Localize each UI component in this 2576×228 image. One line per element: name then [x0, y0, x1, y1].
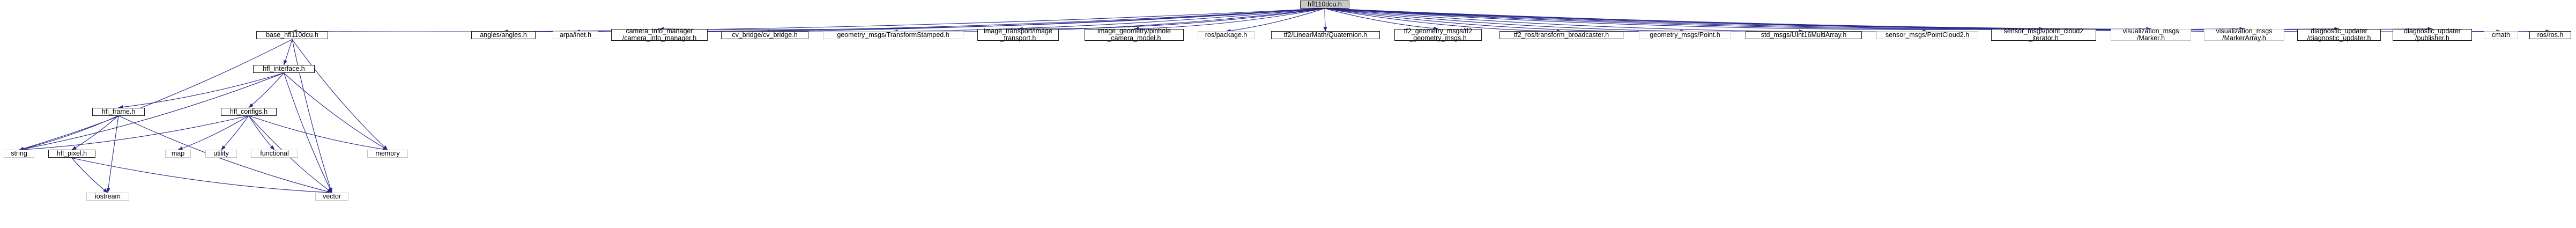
graph-node-label: memory: [375, 150, 400, 158]
graph-node-ros_ros[interactable]: ros/ros.h: [2529, 31, 2571, 40]
graph-edge-base_hfl110dcu-to-hfl_interface: [283, 39, 293, 65]
graph-node-cmath[interactable]: cmath: [2484, 31, 2518, 40]
graph-node-label: angles/angles.h: [480, 31, 527, 39]
graph-node-label: image_geometry/pinhole _camera_model.h: [1097, 27, 1171, 42]
graph-edge-root-to-ros_package: [1226, 8, 1325, 33]
graph-node-hfl_pixel[interactable]: hfl_pixel.h: [48, 150, 95, 158]
graph-node-label: camera_info_manager /camera_info_manager…: [622, 27, 697, 42]
graph-node-label: hfl_configs.h: [229, 107, 268, 115]
graph-node-geometry_point[interactable]: geometry_msgs/Point.h: [1639, 31, 1731, 40]
graph-node-diag_publisher[interactable]: diagnostic_updater /publisher.h: [2393, 27, 2472, 42]
graph-node-root[interactable]: hfl110dcu.h: [1300, 0, 1349, 9]
graph-edge-hfl_interface-to-hfl_frame: [118, 72, 284, 109]
graph-edge-root-to-vis_marker_array: [1324, 8, 2245, 31]
graph-node-iostream[interactable]: iostream: [86, 193, 129, 201]
graph-node-label: cmath: [2491, 31, 2511, 39]
graph-node-image_transport[interactable]: image_transport/image _transport.h: [977, 27, 1059, 42]
graph-edge-root-to-vis_marker: [1324, 8, 2151, 31]
graph-node-label: hfl110dcu.h: [1308, 0, 1342, 8]
graph-node-hfl_configs[interactable]: hfl_configs.h: [221, 107, 277, 116]
graph-edge-hfl_interface-to-vector: [283, 72, 332, 193]
graph-node-ros_package[interactable]: ros/package.h: [1198, 31, 1254, 40]
graph-node-label: utility: [213, 150, 229, 158]
graph-node-label: tf2_ros/transform_broadcaster.h: [1513, 31, 1609, 39]
graph-node-label: hfl_interface.h: [263, 65, 305, 73]
graph-node-tf2_geometry_msgs[interactable]: tf2_geometry_msgs/tf2 _geometry_msgs.h: [1394, 27, 1482, 42]
graph-node-memory[interactable]: memory: [367, 150, 408, 158]
graph-edge-root-to-pinhole_camera: [1134, 8, 1325, 31]
graph-node-label: tf2/LinearMath/Quaternion.h: [1283, 31, 1368, 39]
graph-node-label: hfl_frame.h: [101, 107, 136, 115]
graph-edge-hfl_configs-to-string: [19, 115, 249, 152]
graph-node-hfl_frame[interactable]: hfl_frame.h: [92, 107, 145, 116]
graph-node-label: base_hfl110dcu.h: [266, 31, 318, 39]
graph-node-label: std_msgs/UInt16MultiArray.h: [1761, 31, 1847, 39]
graph-node-label: arpa/inet.h: [559, 31, 592, 39]
graph-node-label: string: [11, 150, 27, 158]
graph-node-tf2_broadcaster[interactable]: tf2_ros/transform_broadcaster.h: [1499, 31, 1623, 40]
graph-node-label: geometry_msgs/TransformStamped.h: [837, 31, 949, 39]
graph-edge-root-to-sensor_pc2_iter: [1324, 8, 2044, 31]
graph-node-label: ros/package.h: [1205, 31, 1248, 39]
graph-node-label: geometry_msgs/Point.h: [1650, 31, 1720, 39]
graph-node-label: visualization_msgs /Marker.h: [2122, 27, 2179, 42]
graph-node-sensor_pc2[interactable]: sensor_msgs/PointCloud2.h: [1876, 31, 1978, 40]
graph-edge-root-to-image_transport: [1018, 8, 1325, 31]
graph-edge-hfl_pixel-to-iostream: [71, 158, 108, 193]
graph-node-geometry_transform[interactable]: geometry_msgs/TransformStamped.h: [823, 31, 963, 40]
graph-node-label: sensor_msgs/PointCloud2.h: [1885, 31, 1970, 39]
graph-node-utility[interactable]: utility: [205, 150, 237, 158]
graph-edge-hfl_configs-to-map: [177, 115, 249, 150]
graph-node-label: ros/ros.h: [2537, 31, 2564, 39]
graph-edge-hfl_configs-to-functional: [248, 115, 275, 150]
graph-edge-hfl_interface-to-memory: [284, 72, 388, 150]
graph-edge-hfl_configs-to-memory: [248, 115, 388, 151]
graph-edge-hfl_configs-to-utility: [221, 115, 249, 150]
graph-edge-root-to-tf2_geometry_msgs: [1324, 8, 1438, 31]
graph-edge-root-to-geometry_point: [1324, 8, 1686, 34]
graph-node-label: functional: [260, 150, 289, 158]
graph-edge-base_hfl110dcu-to-memory: [292, 39, 388, 150]
graph-node-label: cv_bridge/cv_bridge.h: [732, 31, 798, 39]
graph-edge-root-to-diag_publisher: [1324, 8, 2433, 31]
graph-node-base_hfl110dcu[interactable]: base_hfl110dcu.h: [256, 31, 328, 40]
graph-node-tf2_quaternion[interactable]: tf2/LinearMath/Quaternion.h: [1271, 31, 1380, 40]
graph-edge-hfl_pixel-to-vector: [71, 157, 332, 195]
graph-node-vis_marker_array[interactable]: visualization_msgs /MarkerArray.h: [2204, 27, 2284, 42]
graph-node-arpa_inet[interactable]: arpa/inet.h: [553, 31, 598, 40]
graph-edge-root-to-diag_updater: [1324, 8, 2340, 31]
graph-node-label: diagnostic_updater /diagnostic_updater.h: [2307, 27, 2371, 42]
graph-node-sensor_pc2_iter[interactable]: sensor_msgs/point_cloud2 _iterator.h: [1991, 27, 2096, 42]
graph-node-label: tf2_geometry_msgs/tf2 _geometry_msgs.h: [1404, 27, 1473, 42]
graph-node-cv_bridge[interactable]: cv_bridge/cv_bridge.h: [721, 31, 808, 40]
graph-node-map[interactable]: map: [165, 150, 191, 158]
graph-node-angles[interactable]: angles/angles.h: [471, 31, 536, 40]
graph-node-functional[interactable]: functional: [251, 150, 298, 158]
graph-edge-base_hfl110dcu-to-vector: [292, 39, 332, 193]
graph-node-std_uint16[interactable]: std_msgs/UInt16MultiArray.h: [1746, 31, 1862, 40]
graph-edge-root-to-camera_info_manager: [659, 8, 1325, 31]
graph-node-label: map: [171, 150, 185, 158]
graph-node-label: hfl_pixel.h: [56, 150, 87, 158]
graph-edge-hfl_frame-to-iostream: [106, 115, 119, 193]
graph-node-label: diagnostic_updater /publisher.h: [2404, 27, 2461, 42]
graph-node-label: iostream: [95, 193, 121, 201]
graph-node-diag_updater[interactable]: diagnostic_updater /diagnostic_updater.h: [2297, 27, 2381, 42]
graph-edge-base_hfl110dcu-to-string: [19, 39, 293, 151]
graph-node-vector[interactable]: vector: [315, 193, 348, 201]
graph-node-pinhole_camera[interactable]: image_geometry/pinhole _camera_model.h: [1085, 27, 1184, 42]
graph-node-label: visualization_msgs /MarkerArray.h: [2216, 27, 2273, 42]
graph-edge-root-to-tf2_quaternion: [1323, 8, 1327, 32]
graph-node-label: vector: [322, 193, 342, 201]
graph-edge-hfl_frame-to-string: [19, 115, 119, 151]
graph-node-hfl_interface[interactable]: hfl_interface.h: [253, 65, 315, 73]
graph-node-string[interactable]: string: [4, 150, 34, 158]
graph-edge-hfl_frame-to-hfl_pixel: [71, 115, 119, 150]
graph-node-label: sensor_msgs/point_cloud2 _iterator.h: [2003, 27, 2084, 42]
graph-edge-hfl_interface-to-hfl_configs: [248, 72, 284, 108]
graph-node-label: image_transport/image _transport.h: [984, 27, 1052, 42]
graph-node-vis_marker[interactable]: visualization_msgs /Marker.h: [2111, 27, 2191, 42]
graph-node-camera_info_manager[interactable]: camera_info_manager /camera_info_manager…: [611, 27, 708, 42]
